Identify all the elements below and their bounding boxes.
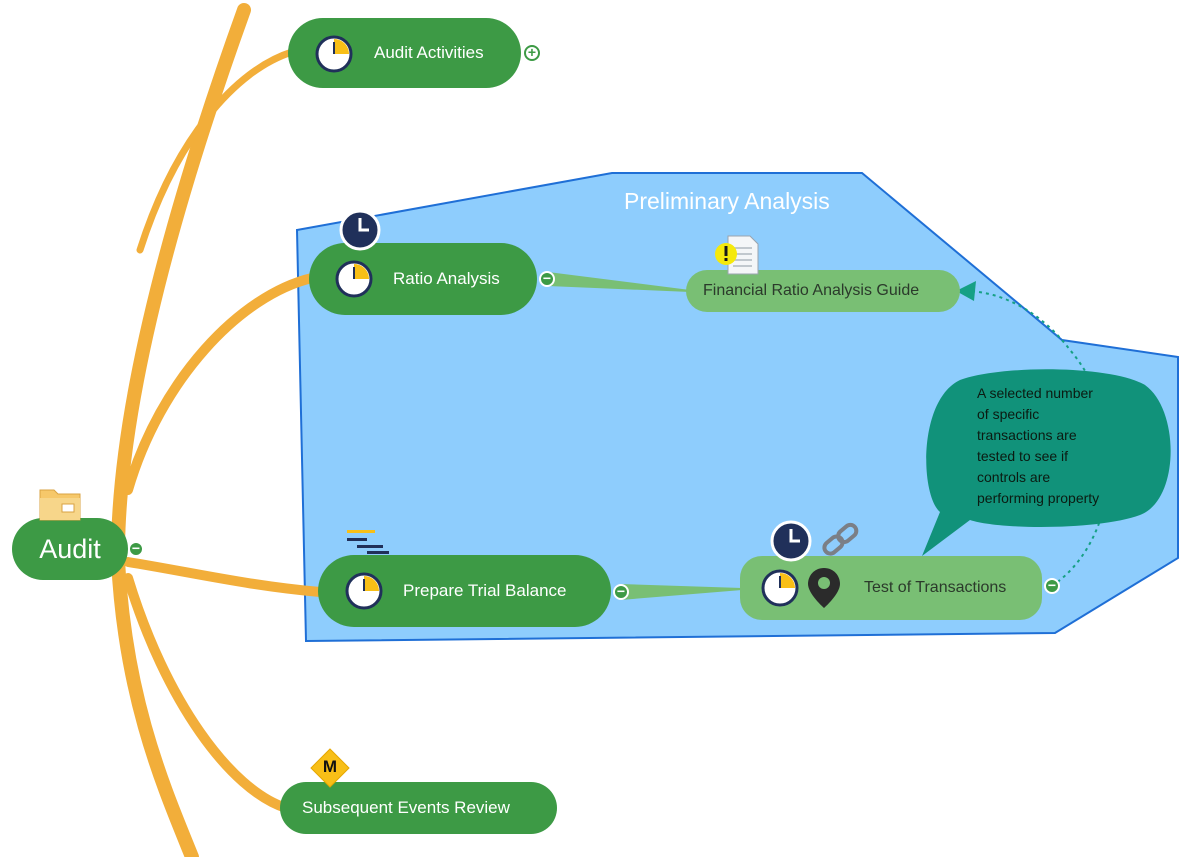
connector-trial-to-transactions — [620, 584, 742, 600]
task-progress-icon — [345, 572, 383, 610]
collapse-trial-balance-button[interactable]: − — [613, 584, 629, 600]
connector-ratio-to-guide — [548, 272, 690, 292]
topic-label-prepare-trial-balance: Prepare Trial Balance — [403, 581, 567, 600]
hyperlink-chain-icon[interactable] — [818, 519, 864, 561]
due-date-clock-icon — [339, 209, 381, 251]
callout-line: A selected number — [977, 385, 1093, 401]
root-topic-audit[interactable]: Audit — [12, 518, 128, 580]
branch-trunk-up — [111, 3, 251, 555]
collapse-ratio-analysis-button[interactable]: − — [539, 271, 555, 287]
callout-line: performing property — [977, 490, 1100, 506]
due-date-clock-icon — [770, 520, 812, 562]
branch-trial-balance — [123, 557, 325, 597]
topic-label-audit-activities: Audit Activities — [374, 43, 484, 62]
callout-line: of specific — [977, 406, 1040, 422]
callout-balloon[interactable] — [922, 369, 1171, 556]
callout-line: controls are — [977, 469, 1051, 485]
root-topic-label: Audit — [39, 533, 101, 564]
document-attention-icon — [715, 235, 759, 275]
task-progress-icon — [315, 35, 353, 73]
expand-audit-activities-button[interactable]: + — [524, 45, 540, 61]
task-progress-icon — [761, 569, 799, 607]
collapse-test-of-transactions-button[interactable]: − — [1044, 578, 1060, 594]
branch-ratio-analysis — [123, 273, 317, 495]
branch-audit-activities — [136, 48, 296, 254]
callout-line: transactions are — [977, 427, 1077, 443]
location-pin-icon — [808, 568, 840, 608]
milestone-letter: M — [322, 757, 338, 776]
topic-label-ratio-analysis: Ratio Analysis — [393, 269, 500, 288]
folder-icon — [39, 489, 81, 521]
branch-subsequent-events — [123, 573, 291, 813]
topic-subsequent-events-review[interactable]: Subsequent Events Review — [280, 782, 557, 834]
gantt-task-icon — [347, 530, 389, 554]
subtopic-financial-ratio-guide[interactable]: Financial Ratio Analysis Guide — [686, 270, 960, 312]
callout-line: tested to see if — [977, 448, 1069, 464]
topic-ratio-analysis[interactable]: Ratio Analysis — [309, 243, 537, 315]
topic-label-subsequent-events-review: Subsequent Events Review — [302, 798, 510, 817]
relationship-arrowhead — [956, 281, 976, 301]
callout-text: A selected number of specific transactio… — [977, 383, 1099, 509]
subtopic-label-financial-ratio-guide: Financial Ratio Analysis Guide — [703, 282, 920, 299]
branch-trunk-down — [111, 553, 199, 857]
topic-audit-activities[interactable]: Audit Activities — [288, 18, 521, 88]
subtopic-label-test-of-transactions: Test of Transactions — [864, 579, 1007, 596]
task-progress-icon — [335, 260, 373, 298]
boundary-title: Preliminary Analysis — [624, 188, 830, 214]
milestone-icon: M — [310, 748, 350, 788]
collapse-root-button[interactable]: − — [128, 541, 144, 557]
